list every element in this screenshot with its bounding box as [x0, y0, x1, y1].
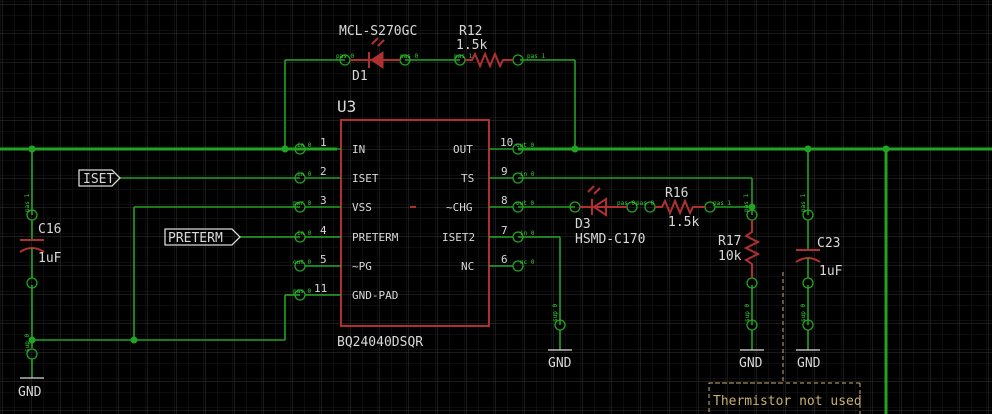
- d3-value: HSMD-C170: [575, 232, 645, 247]
- svg-text:pas 0: pas 0: [400, 53, 418, 60]
- u3-pin-in[interactable]: in 0 1 IN: [294, 136, 365, 156]
- svg-text:10: 10: [500, 136, 513, 149]
- svg-text:pas 1: pas 1: [713, 200, 731, 207]
- svg-text:ISET: ISET: [83, 172, 114, 187]
- svg-text:nc 0: nc 0: [520, 259, 535, 266]
- svg-text:7: 7: [501, 224, 508, 237]
- svg-text:9: 9: [501, 165, 508, 178]
- svg-text:TS: TS: [461, 172, 474, 185]
- gnd-label: GND: [18, 385, 42, 400]
- svg-text:pas 1: pas 1: [24, 194, 31, 212]
- u3-ref: U3: [337, 97, 356, 116]
- gnd-label: GND: [739, 356, 763, 371]
- net-label-iset[interactable]: ISET: [78, 169, 121, 187]
- r17-ref: R17: [718, 234, 741, 249]
- svg-text:sup 0: sup 0: [24, 334, 31, 352]
- svg-text:pas 1: pas 1: [800, 194, 807, 212]
- u3-pin-pg[interactable]: out 0 5 ~PG: [293, 253, 372, 273]
- resistor-r16[interactable]: pas 0 pas 1 R16 1.5k: [636, 186, 731, 230]
- led-d3[interactable]: pas 0 D3 HSMD-C170: [569, 185, 645, 247]
- u3-pin-out[interactable]: out 0 10 OUT: [453, 136, 534, 156]
- svg-text:8: 8: [501, 194, 508, 207]
- gnd-symbol-iset2[interactable]: sup 0 GND: [548, 304, 572, 371]
- svg-text:out 0: out 0: [516, 142, 534, 149]
- svg-text:11: 11: [314, 282, 327, 295]
- d1-ref: D1: [352, 69, 368, 84]
- svg-text:in 0: in 0: [297, 142, 312, 149]
- capacitor-c16[interactable]: pas 1 C16 1uF: [19, 194, 62, 289]
- svg-text:6: 6: [501, 253, 508, 266]
- svg-text:pas 1: pas 1: [743, 194, 750, 212]
- u3-pin-chg[interactable]: out 0 8 ~CHG: [446, 194, 534, 214]
- svg-text:sup 0: sup 0: [744, 304, 751, 322]
- u3-pin-gnd-pad[interactable]: pas 0 11 GND-PAD: [293, 282, 398, 302]
- svg-text:GND-PAD: GND-PAD: [352, 289, 398, 302]
- svg-text:sup 0: sup 0: [800, 304, 807, 322]
- svg-text:in 0: in 0: [520, 230, 535, 237]
- led-d1[interactable]: pas 0 pas 0 MCL-S270GC D1: [336, 24, 418, 84]
- u3-pin-iset[interactable]: in 0 2 ISET: [294, 165, 379, 185]
- svg-text:OUT: OUT: [453, 143, 473, 156]
- c23-ref: C23: [817, 236, 840, 251]
- svg-text:1: 1: [320, 136, 327, 149]
- svg-text:2: 2: [320, 165, 327, 178]
- u3-pin-nc[interactable]: nc 0 6 NC: [461, 253, 535, 273]
- svg-text:IN: IN: [352, 143, 365, 156]
- thermistor-note[interactable]: Thermistor not used: [708, 272, 862, 414]
- r17-value: 10k: [718, 249, 742, 264]
- svg-text:4: 4: [320, 224, 327, 237]
- d1-value: MCL-S270GC: [339, 24, 417, 39]
- svg-text:ISET2: ISET2: [442, 231, 475, 244]
- svg-text:out 0: out 0: [516, 200, 534, 207]
- svg-text:~PG: ~PG: [352, 260, 372, 273]
- svg-text:PRETERM: PRETERM: [168, 231, 223, 246]
- gnd-symbol-left[interactable]: sup 0 GND: [18, 334, 44, 400]
- c16-ref: C16: [38, 222, 61, 237]
- svg-text:NC: NC: [461, 260, 474, 273]
- u3-pin-vss[interactable]: pwr 0 3 VSS: [293, 194, 372, 214]
- svg-text:VSS: VSS: [352, 201, 372, 214]
- svg-text:pas 0: pas 0: [617, 200, 635, 207]
- resistor-r12[interactable]: pas 1 pas 1 R12 1.5k: [454, 24, 545, 69]
- thermistor-note-text: Thermistor not used: [713, 394, 862, 409]
- u3-chip[interactable]: U3 BQ24040DSQR in 0 1 IN in 0 2 ISET pwr…: [293, 97, 535, 350]
- svg-text:pas 0: pas 0: [336, 53, 354, 60]
- svg-text:pas 1: pas 1: [527, 53, 545, 60]
- u3-value: BQ24040DSQR: [337, 335, 423, 350]
- svg-text:sup 0: sup 0: [552, 304, 559, 322]
- gnd-label: GND: [797, 356, 821, 371]
- svg-text:~CHG: ~CHG: [446, 201, 473, 214]
- svg-text:pas 1: pas 1: [454, 53, 472, 60]
- svg-text:5: 5: [320, 253, 327, 266]
- r12-value: 1.5k: [456, 38, 487, 53]
- c16-value: 1uF: [38, 251, 62, 266]
- u3-pin-iset2[interactable]: in 0 7 ISET2: [442, 224, 535, 244]
- svg-text:PRETERM: PRETERM: [352, 231, 399, 244]
- svg-text:in 0: in 0: [297, 230, 312, 237]
- svg-text:pwr 0: pwr 0: [293, 200, 311, 207]
- c23-value: 1uF: [819, 264, 843, 279]
- svg-text:in 0: in 0: [520, 171, 535, 178]
- resistor-r17[interactable]: pas 1 R17 10k: [718, 194, 761, 289]
- u3-pin-preterm[interactable]: in 0 4 PRETERM: [294, 224, 399, 244]
- svg-text:in 0: in 0: [297, 171, 312, 178]
- svg-text:ISET: ISET: [352, 172, 379, 185]
- svg-text:out 0: out 0: [293, 259, 311, 266]
- r12-ref: R12: [459, 24, 482, 39]
- u3-pin-ts[interactable]: in 0 9 TS: [461, 165, 535, 185]
- gnd-symbol-r17[interactable]: sup 0 GND: [739, 304, 764, 371]
- svg-text:3: 3: [320, 194, 327, 207]
- svg-text:pas 0: pas 0: [636, 200, 654, 207]
- r16-ref: R16: [665, 186, 688, 201]
- r16-value: 1.5k: [668, 215, 699, 230]
- gnd-symbol-c23[interactable]: sup 0 GND: [796, 304, 821, 371]
- net-label-preterm[interactable]: PRETERM: [164, 228, 241, 246]
- gnd-label: GND: [548, 356, 572, 371]
- capacitor-c23[interactable]: pas 1 C23 1uF: [795, 194, 843, 289]
- junction-dots: [28, 145, 890, 344]
- d3-ref: D3: [575, 217, 591, 232]
- svg-text:pas 0: pas 0: [293, 288, 311, 295]
